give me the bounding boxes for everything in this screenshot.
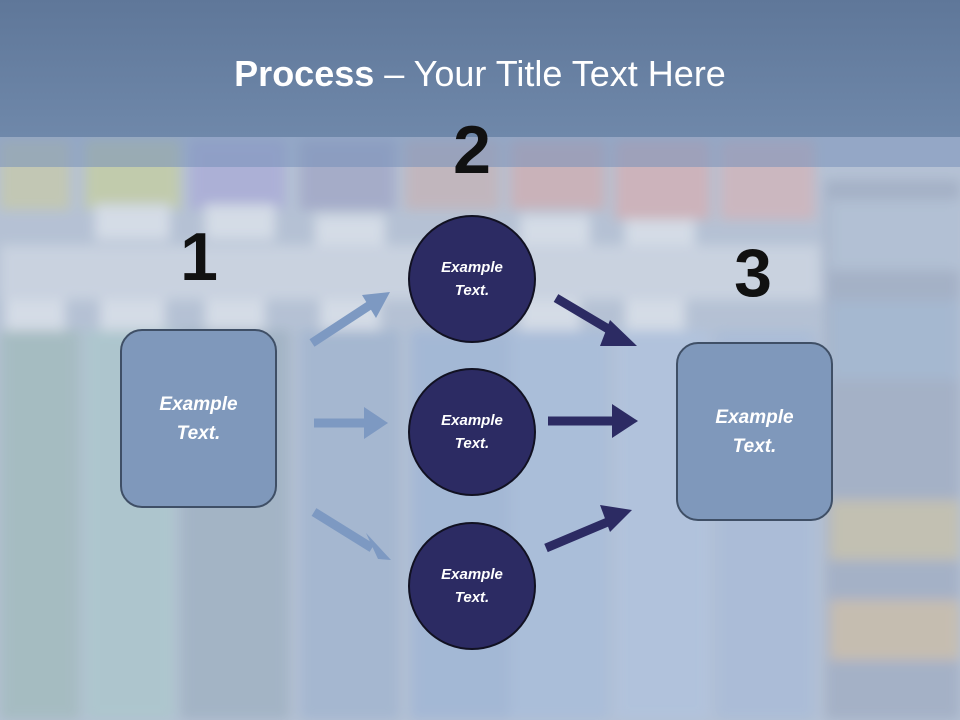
slide-title: Process – Your Title Text Here (0, 54, 960, 94)
circle-bot-line1: Example (441, 566, 503, 583)
process-circle-top: Example Text. (408, 215, 536, 343)
slide-title-bold: Process (234, 53, 375, 94)
step-number-3: 3 (734, 235, 772, 311)
input-box-line2: Text. (176, 422, 221, 444)
input-box-line1: Example (159, 393, 238, 415)
circle-mid-line2: Text. (454, 435, 490, 452)
arrow-left-to-middle (314, 407, 388, 439)
arrow-left-to-bottom (311, 508, 391, 560)
output-box-line1: Example (715, 406, 794, 428)
circle-top-line2: Text. (454, 282, 490, 299)
process-circle-middle: Example Text. (408, 368, 536, 496)
arrow-middle-to-right (548, 404, 638, 438)
title-band (0, 0, 960, 137)
circle-bot-line2: Text. (454, 589, 490, 606)
step-number-2: 2 (453, 112, 491, 188)
circle-top-line1: Example (441, 259, 503, 276)
title-strip (0, 137, 960, 167)
process-circle-bottom: Example Text. (408, 522, 536, 650)
circle-mid-line1: Example (441, 412, 503, 429)
step-number-1: 1 (180, 219, 218, 295)
arrow-top-to-right (553, 294, 637, 346)
arrow-bottom-to-right (544, 505, 632, 553)
arrow-left-to-top (309, 292, 390, 347)
input-box: Example Text. (120, 329, 277, 508)
slide-title-rest: – Your Title Text Here (374, 53, 726, 94)
output-box-line2: Text. (732, 435, 777, 457)
output-box: Example Text. (676, 342, 833, 521)
